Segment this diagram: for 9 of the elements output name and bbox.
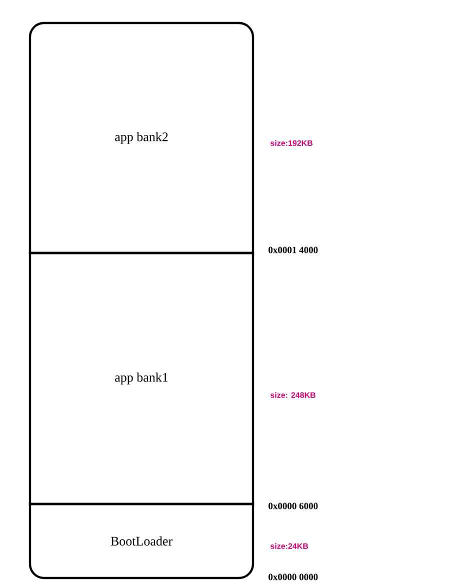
size-label: size: 248KB bbox=[270, 392, 316, 398]
memory-region: app bank2 bbox=[28, 22, 254, 254]
size-label: size:192KB bbox=[270, 140, 313, 146]
memory-region: BootLoader bbox=[28, 502, 254, 580]
address-label: 0x0000 0000 bbox=[268, 574, 318, 580]
memory-region: app bank1 bbox=[28, 252, 254, 506]
address-label: 0x0000 6000 bbox=[268, 502, 318, 510]
size-label: size:24KB bbox=[270, 543, 308, 549]
address-label: 0x0001 4000 bbox=[268, 246, 318, 254]
